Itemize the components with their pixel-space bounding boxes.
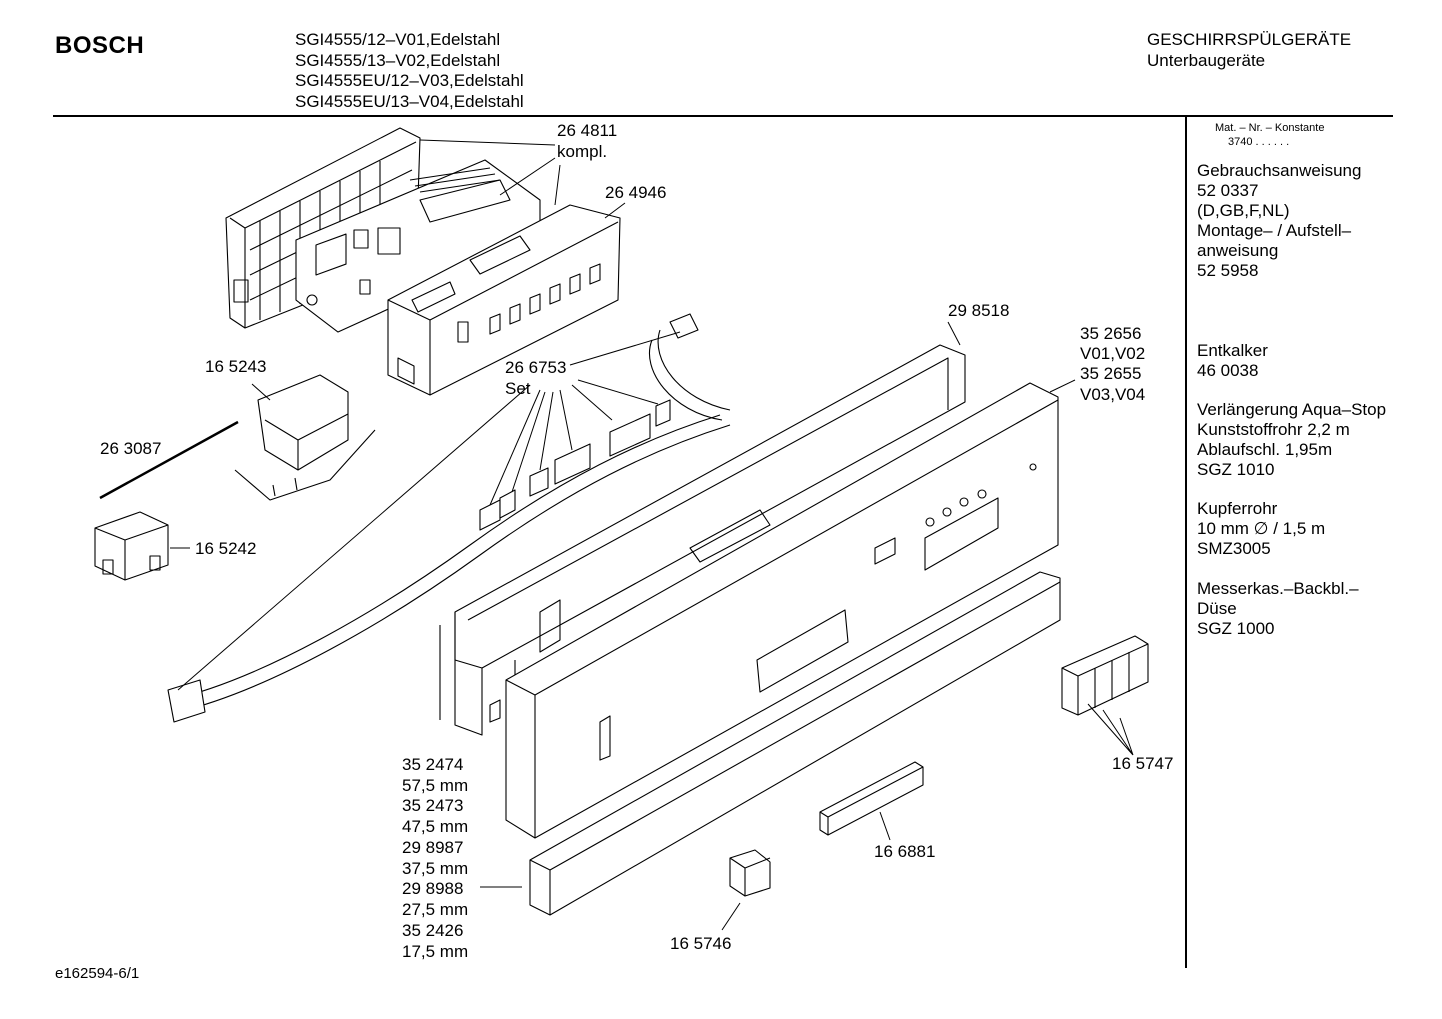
sidebar-line: Messerkas.–Backbl.– bbox=[1197, 579, 1359, 598]
callout-text: 35 2474 bbox=[402, 755, 463, 774]
material-constant: Mat. – Nr. – Konstante 3740 . . . . . . bbox=[1215, 121, 1324, 149]
sidebar-line: Düse bbox=[1197, 599, 1237, 618]
header-divider bbox=[53, 115, 1393, 117]
switch-165242 bbox=[95, 512, 168, 580]
bracket-165243 bbox=[235, 375, 375, 500]
sidebar-line: Entkalker bbox=[1197, 341, 1268, 360]
sidebar-line: 46 0038 bbox=[1197, 361, 1259, 380]
button-strip-166881 bbox=[820, 762, 923, 835]
callout-166881: 16 6881 bbox=[874, 842, 935, 861]
callout-165243: 16 5243 bbox=[205, 357, 266, 376]
callout-text: 16 5243 bbox=[205, 357, 266, 376]
callout-text: 16 5747 bbox=[1112, 754, 1173, 773]
sidebar-block-nozzle: Messerkas.–Backbl.– Düse SGZ 1000 bbox=[1197, 579, 1359, 639]
sidebar-block-descaler: Entkalker 46 0038 bbox=[1197, 341, 1268, 381]
model-line: SGI4555/12–V01,Edelstahl bbox=[295, 30, 501, 49]
brand-logo: BOSCH bbox=[55, 32, 145, 59]
control-panel-frame bbox=[440, 345, 965, 735]
category-heading: GESCHIRRSPÜLGERÄTE Unterbaugeräte bbox=[1147, 30, 1351, 71]
sidebar-line: Kunststoffrohr 2,2 m bbox=[1197, 420, 1350, 439]
front-panel bbox=[506, 383, 1058, 838]
callout-text: 29 8518 bbox=[948, 301, 1009, 320]
callout-text: 26 4811 bbox=[557, 121, 617, 140]
callout-text: 16 6881 bbox=[874, 842, 935, 861]
sidebar-line: SMZ3005 bbox=[1197, 539, 1271, 558]
callout-352474: 35 2474 57,5 mm 35 2473 47,5 mm 29 8987 … bbox=[402, 755, 468, 961]
sidebar-line: (D,GB,F,NL) bbox=[1197, 201, 1290, 220]
callout-text: 35 2655 bbox=[1080, 364, 1141, 383]
callout-text: 35 2473 bbox=[402, 796, 463, 815]
callout-text: Set bbox=[505, 379, 531, 398]
callout-text: 29 8988 bbox=[402, 879, 463, 898]
sidebar-line: SGZ 1000 bbox=[1197, 619, 1275, 638]
callout-text: 37,5 mm bbox=[402, 859, 468, 878]
sidebar-line: 52 0337 bbox=[1197, 181, 1259, 200]
exploded-parts-drawing: 26 4811 kompl. 26 4946 29 8518 35 2656 V… bbox=[0, 121, 1173, 961]
callout-text: 16 5242 bbox=[195, 539, 256, 558]
callout-text: 26 4946 bbox=[605, 183, 666, 202]
button-165746 bbox=[730, 850, 770, 896]
material-header: Mat. – Nr. – Konstante bbox=[1215, 122, 1325, 134]
cover-strip bbox=[530, 572, 1060, 915]
sidebar-block-copper: Kupferrohr 10 mm ∅ / 1,5 m SMZ3005 bbox=[1197, 499, 1325, 559]
callout-352656: 35 2656 V01,V02 35 2655 V03,V04 bbox=[1080, 324, 1145, 404]
callout-text: 17,5 mm bbox=[402, 942, 468, 961]
callout-text: 26 3087 bbox=[100, 439, 161, 458]
callout-298518: 29 8518 bbox=[948, 301, 1009, 320]
callout-text: V03,V04 bbox=[1080, 385, 1145, 404]
callout-266753: 26 6753 Set bbox=[505, 358, 566, 398]
category-subtitle: Unterbaugeräte bbox=[1147, 50, 1266, 70]
sidebar-line: 52 5958 bbox=[1197, 261, 1259, 280]
leader-lines bbox=[170, 140, 1133, 930]
callout-text: 35 2426 bbox=[402, 921, 463, 940]
model-line: SGI4555EU/12–V03,Edelstahl bbox=[295, 71, 524, 90]
document-id: e162594-6/1 bbox=[55, 965, 140, 982]
sidebar-divider bbox=[1185, 116, 1187, 968]
callout-text: kompl. bbox=[557, 142, 607, 161]
model-line: SGI4555/13–V02,Edelstahl bbox=[295, 50, 501, 70]
material-value: 3740 . . . . . . bbox=[1228, 136, 1290, 148]
callout-165242: 16 5242 bbox=[195, 539, 256, 558]
callout-text: 26 6753 bbox=[505, 358, 566, 377]
sidebar-line: Gebrauchsanweisung bbox=[1197, 161, 1362, 180]
sidebar-block-aquastop: Verlängerung Aqua–Stop Kunststoffrohr 2,… bbox=[1197, 400, 1386, 480]
model-line: SGI4555EU/13–V04,Edelstahl bbox=[295, 91, 524, 111]
rod-263087 bbox=[100, 422, 238, 498]
callout-text: V01,V02 bbox=[1080, 344, 1145, 363]
control-module bbox=[388, 205, 620, 395]
sidebar-block-manual: Gebrauchsanweisung 52 0337 (D,GB,F,NL) M… bbox=[1197, 161, 1361, 281]
callout-text: 57,5 mm bbox=[402, 776, 468, 795]
wiring-harness bbox=[168, 314, 730, 722]
callout-264946: 26 4946 bbox=[605, 183, 666, 202]
model-list: SGI4555/12–V01,Edelstahl SGI4555/13–V02,… bbox=[295, 30, 524, 112]
callout-165746: 16 5746 bbox=[670, 934, 731, 953]
callout-text: 35 2656 bbox=[1080, 324, 1141, 343]
sidebar-line: SGZ 1010 bbox=[1197, 460, 1275, 479]
category-title: GESCHIRRSPÜLGERÄTE bbox=[1147, 30, 1352, 49]
callout-text: 16 5746 bbox=[670, 934, 731, 953]
callout-264811: 26 4811 kompl. bbox=[557, 121, 617, 161]
callout-263087: 26 3087 bbox=[100, 439, 161, 458]
sidebar-line: anweisung bbox=[1197, 241, 1279, 260]
callout-165747: 16 5747 bbox=[1112, 754, 1173, 773]
sidebar-line: 10 mm ∅ / 1,5 m bbox=[1197, 519, 1326, 538]
sidebar-line: Kupferrohr bbox=[1197, 499, 1278, 518]
callout-text: 47,5 mm bbox=[402, 817, 468, 836]
callout-text: 27,5 mm bbox=[402, 900, 468, 919]
display-module-165747 bbox=[1062, 636, 1148, 715]
sidebar-line: Verlängerung Aqua–Stop bbox=[1197, 400, 1387, 419]
sidebar-line: Ablaufschl. 1,95m bbox=[1197, 440, 1333, 459]
sidebar-line: Montage– / Aufstell– bbox=[1197, 221, 1352, 240]
callout-text: 29 8987 bbox=[402, 838, 463, 857]
